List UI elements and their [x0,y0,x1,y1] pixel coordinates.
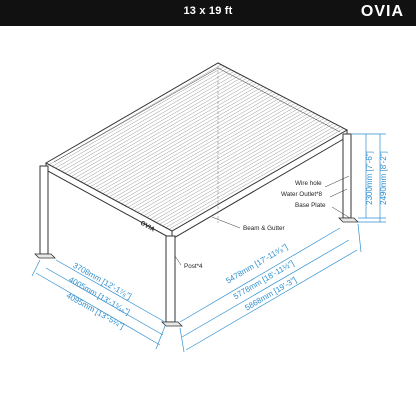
louver-line [165,126,341,228]
louver-line [121,103,296,204]
louver-line [49,64,222,165]
louver-line [156,121,331,223]
louver-line [74,77,248,179]
louver-line [77,79,251,181]
beam-gutter-label: Beam & Gutter [243,225,285,232]
louver-line [93,87,267,189]
louver-line [134,109,309,211]
louver-line [58,69,232,170]
base-plate-label: Base Plate [295,202,326,209]
post-front [165,235,176,323]
louver-line [55,67,228,169]
roof-brand-text: OVIA [139,220,156,234]
water-outlet-label: Water Outlet*8 [281,191,323,198]
louver-line [80,81,254,182]
louver-line [61,71,235,172]
louver-line [143,114,319,216]
base-plate-right [338,217,359,223]
page-title: 13 x 19 ft [183,5,233,17]
louver-line [89,86,264,187]
louver-line [86,84,261,186]
dimension-lines [31,133,386,353]
louver-line [127,106,302,208]
louver-line [83,82,257,184]
louver-line [159,123,335,225]
brand-logo: OVIA [360,3,404,20]
louver-line [67,74,241,176]
louver-line [152,119,328,221]
louver-line [137,111,312,213]
louver-line [140,113,315,215]
louver-line [118,101,293,203]
height-inner-dim: 2300mm [7'-6"] [365,151,374,205]
height-outer-dim: 2490mm [8'-2"] [379,151,388,205]
louver-line [99,91,273,193]
base-plate-front [161,321,183,327]
roof-louvers [49,64,344,230]
post-label: Post*4 [184,263,203,270]
title-bar: 13 x 19 ft OVIA [0,0,416,26]
louver-line [71,76,244,177]
callout-leaders [174,175,351,266]
louver-line [52,66,225,167]
post-left [39,165,49,255]
louver-line [64,72,238,174]
louver-line [146,116,322,218]
louver-line [105,94,280,196]
louver-line [112,97,286,199]
louver-line [162,124,338,227]
louver-line [149,118,325,220]
louver-line [115,99,290,201]
louver-line [96,89,270,191]
wire-hole-label: Wire hole [295,180,322,187]
base-plates [34,217,359,327]
post-right [342,133,352,219]
louver-line [108,96,283,198]
louver-line [102,92,277,194]
louver-line [124,104,299,206]
louver-line [168,128,344,230]
